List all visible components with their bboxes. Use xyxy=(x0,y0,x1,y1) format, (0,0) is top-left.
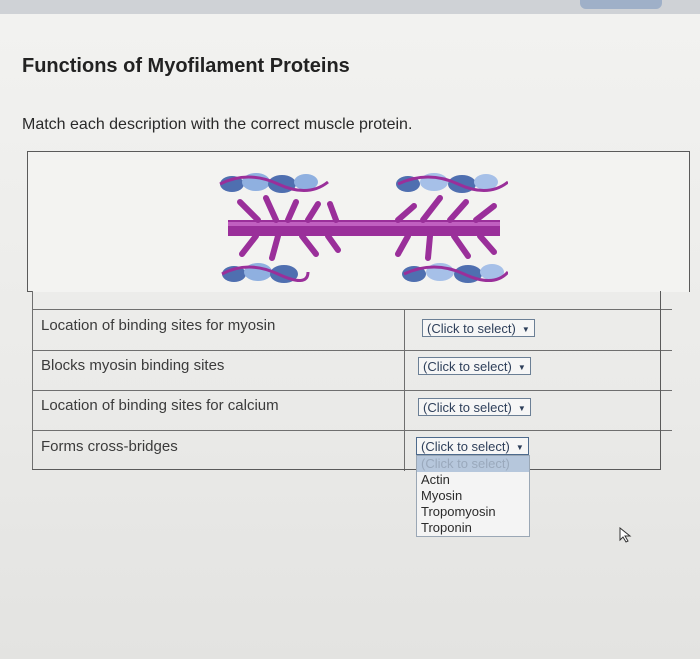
table-row: Blocks myosin binding sites (Click to se… xyxy=(32,350,672,391)
myosin-filament xyxy=(228,195,500,261)
row-description: Forms cross-bridges xyxy=(41,438,178,455)
column-divider xyxy=(404,431,405,471)
table-border xyxy=(32,291,33,469)
triangle-down-icon: ▼ xyxy=(515,442,524,452)
column-divider xyxy=(404,350,405,390)
protein-select-open[interactable]: (Click to select) ▼ xyxy=(416,437,529,455)
triangle-down-icon: ▼ xyxy=(517,403,526,413)
figure-cell xyxy=(27,151,690,292)
actin-filament-bottom-right xyxy=(402,263,508,283)
select-value: (Click to select) xyxy=(423,359,512,374)
table-border xyxy=(660,291,661,469)
arrow-cursor-icon xyxy=(619,527,632,543)
actin-filament-top-left xyxy=(219,173,329,193)
table-border xyxy=(32,469,661,470)
table-row: Location of binding sites for myosin (Cl… xyxy=(32,309,672,351)
protein-select[interactable]: (Click to select) ▼ xyxy=(418,357,531,375)
top-bar-button[interactable] xyxy=(580,0,662,9)
protein-select[interactable]: (Click to select) ▼ xyxy=(422,319,535,337)
protein-select[interactable]: (Click to select) ▼ xyxy=(418,398,531,416)
table-border xyxy=(27,291,32,292)
column-divider xyxy=(404,390,405,430)
page-title: Functions of Myofilament Proteins xyxy=(22,55,350,77)
table-row: Forms cross-bridges (Click to select) ▼ xyxy=(32,431,672,471)
browser-top-bar xyxy=(0,0,700,14)
row-description: Location of binding sites for calcium xyxy=(41,397,279,414)
triangle-down-icon: ▼ xyxy=(521,324,530,334)
myofilament-diagram xyxy=(219,173,508,283)
triangle-down-icon: ▼ xyxy=(517,362,526,372)
dropdown-option-actin[interactable]: Actin xyxy=(421,472,450,487)
dropdown-option-placeholder[interactable]: (Click to select) xyxy=(417,456,529,472)
table-row: Location of binding sites for calcium (C… xyxy=(32,390,672,431)
row-description: Blocks myosin binding sites xyxy=(41,357,225,374)
table-border xyxy=(27,151,28,291)
dropdown-option-troponin[interactable]: Troponin xyxy=(421,520,472,535)
dropdown-option-tropomyosin[interactable]: Tropomyosin xyxy=(421,504,496,519)
row-description: Location of binding sites for myosin xyxy=(41,317,276,334)
column-divider xyxy=(404,310,405,350)
select-value: (Click to select) xyxy=(421,439,510,454)
instruction-text: Match each description with the correct … xyxy=(22,116,413,133)
actin-filament-top-right xyxy=(396,173,508,193)
dropdown-option-myosin[interactable]: Myosin xyxy=(421,488,463,503)
page xyxy=(0,14,700,659)
select-value: (Click to select) xyxy=(423,400,512,415)
protein-dropdown-list: (Click to select) Actin Myosin Tropomyos… xyxy=(416,455,530,537)
actin-filament-bottom-left xyxy=(221,263,310,283)
select-value: (Click to select) xyxy=(427,321,516,336)
